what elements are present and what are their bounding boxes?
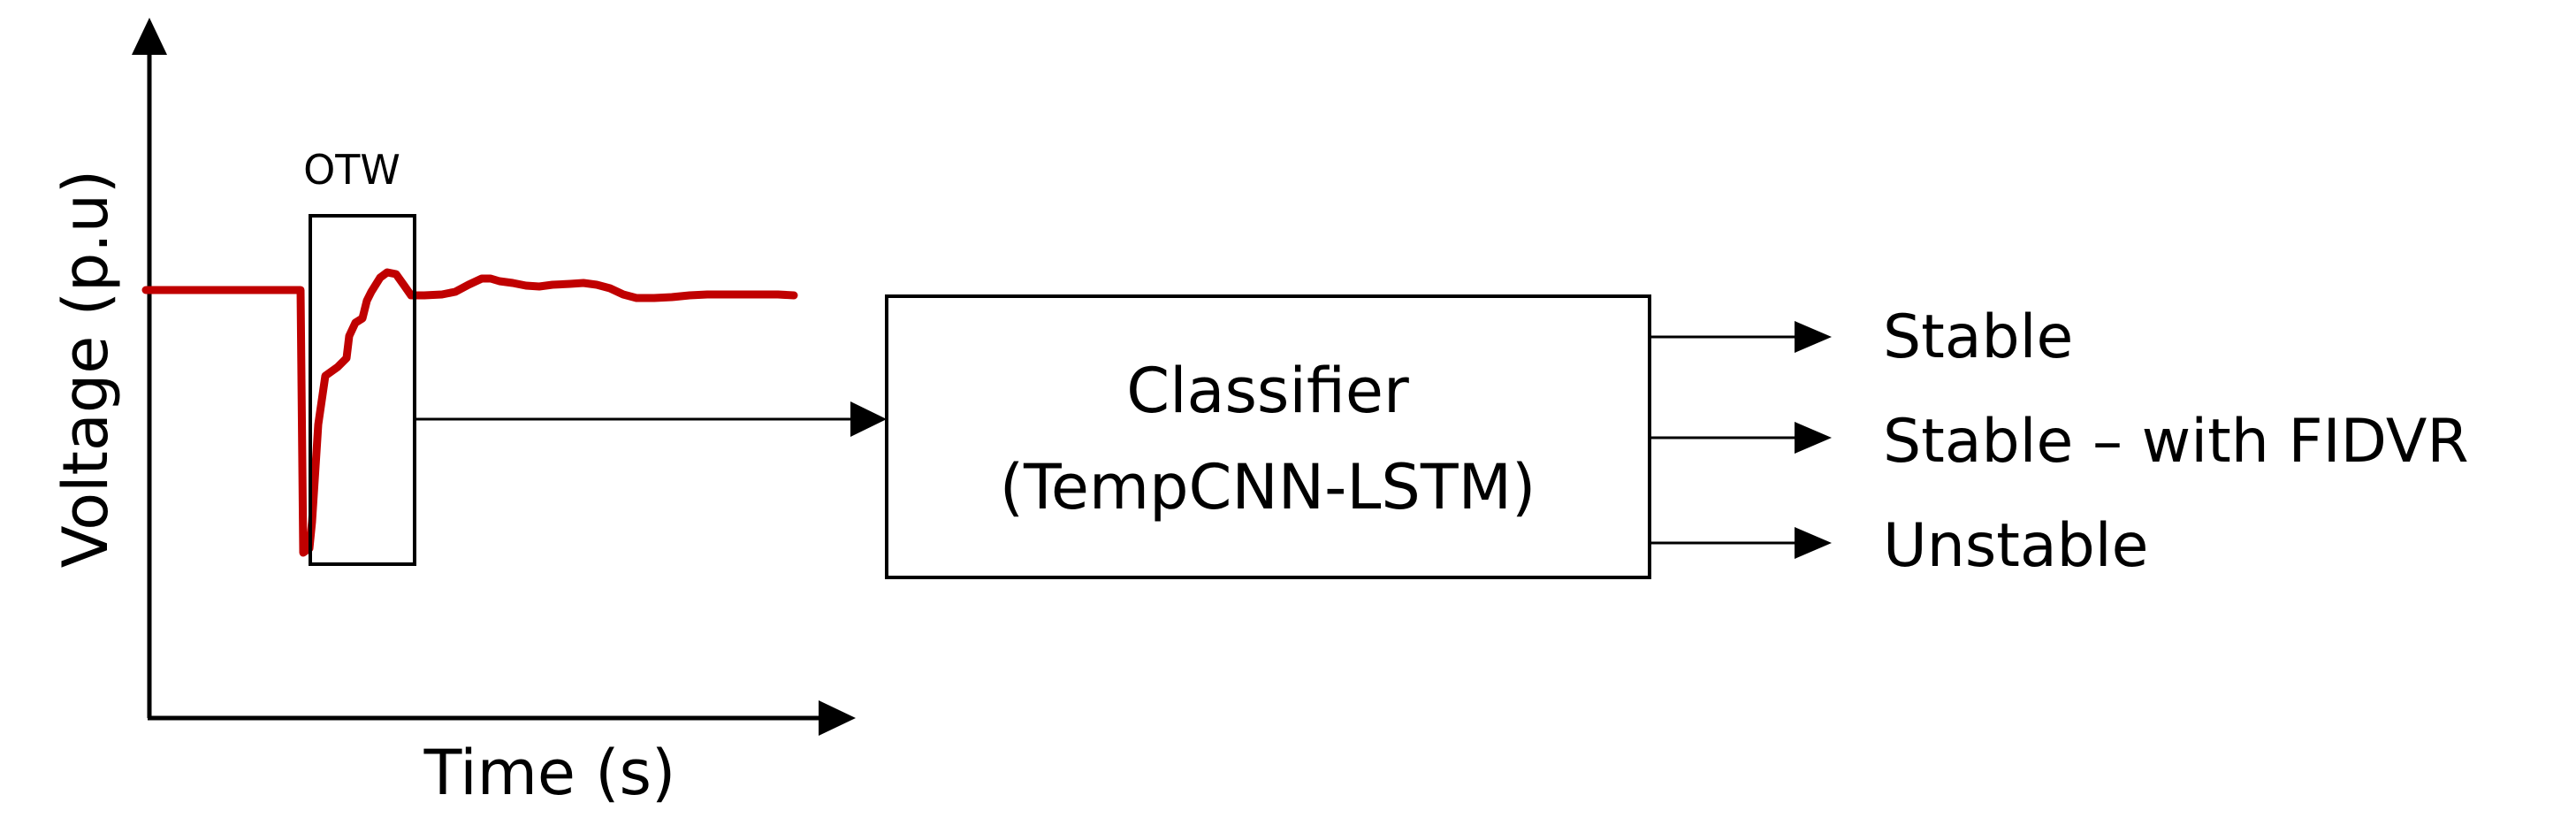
- x-axis-arrowhead: [819, 700, 856, 736]
- y-axis-label: Voltage (p.u): [50, 170, 122, 569]
- x-axis-label: Time (s): [423, 737, 676, 809]
- classifier-title: Classifier: [1126, 355, 1409, 427]
- output-label-stable-with-fidvr: Stable – with FIDVR: [1883, 407, 2469, 477]
- output-arrowhead-fidvr: [1795, 422, 1832, 454]
- output-arrowhead-unstable: [1795, 527, 1832, 559]
- output-label-stable: Stable: [1883, 302, 2073, 372]
- voltage-trace: [141, 268, 798, 557]
- classifier-model-name: (TempCNN-LSTM): [1000, 451, 1536, 523]
- observation-window-label: OTW: [303, 146, 400, 194]
- window-to-classifier-arrowhead: [850, 401, 887, 437]
- classifier-box: [885, 294, 1651, 579]
- observation-window-box: [309, 214, 416, 566]
- output-arrowhead-stable: [1795, 321, 1832, 353]
- y-axis-arrowhead: [132, 18, 167, 55]
- output-label-unstable: Unstable: [1883, 511, 2149, 581]
